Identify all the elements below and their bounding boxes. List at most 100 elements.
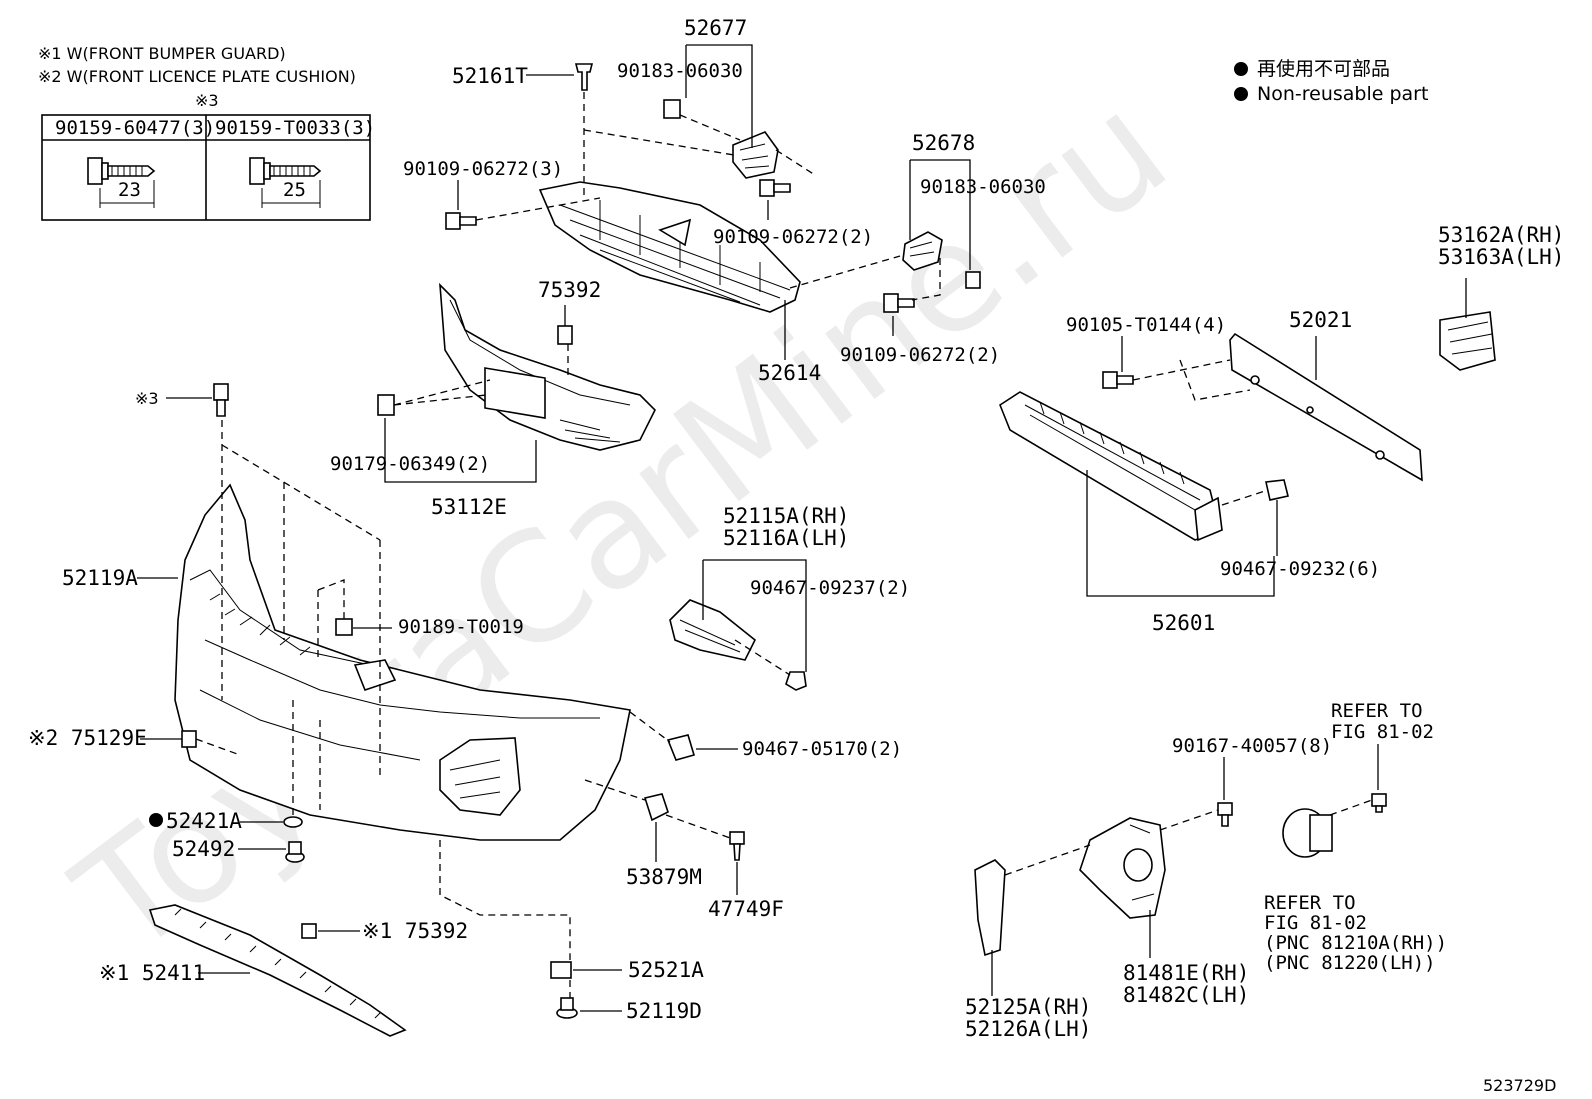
bolt-icon (883, 293, 915, 313)
clip-75392-icon (301, 923, 317, 939)
label-90183-06030-b: 90183-06030 (920, 176, 1046, 198)
label-52521A: 52521A (628, 958, 704, 982)
label-75392-b: ※1 75392 (362, 919, 468, 943)
label-52601: 52601 (1152, 611, 1215, 635)
label-75129E: ※2 75129E (28, 726, 147, 750)
screw-icon (1217, 802, 1233, 827)
label-refer-bot-2: FIG 81-02 (1264, 912, 1367, 934)
label-52126A: 52126A(LH) (965, 1017, 1091, 1041)
label-refer-bot-1: REFER TO (1264, 892, 1356, 914)
clip-icon (666, 734, 696, 761)
part-52115A-side-retainer (669, 599, 757, 661)
bolt-col1-dim: 23 (118, 179, 141, 201)
label-90105-T0144: 90105-T0144(4) (1066, 314, 1226, 336)
bolt-icon (87, 157, 156, 185)
clip-75392-icon (557, 325, 573, 345)
label-52678: 52678 (912, 131, 975, 155)
bolt-icon (445, 212, 477, 230)
bolt-52492-icon (285, 841, 305, 863)
label-81481E: 81481E(RH) (1123, 961, 1249, 985)
clip-53879M-icon (643, 793, 669, 822)
clip-icon (663, 99, 681, 119)
label-52492: 52492 (172, 837, 235, 861)
part-52125A-bracket (974, 859, 1006, 957)
part-52677-bracket (732, 131, 779, 179)
washer-52421A-icon (283, 816, 303, 828)
screw-icon (1371, 793, 1387, 813)
bolt-icon (759, 179, 791, 197)
part-52614-grille (538, 181, 801, 313)
note-2: ※2 W(FRONT LICENCE PLATE CUSHION) (38, 67, 356, 86)
bolt-col1-header: 90159-60477(3) (55, 117, 215, 139)
label-47749F: 47749F (708, 897, 784, 921)
label-refer-top-2: FIG 81-02 (1331, 721, 1434, 743)
clip-52161T-icon (574, 63, 594, 91)
label-52115A: 52115A(RH) (723, 504, 849, 528)
note-3: ※3 (195, 91, 219, 110)
clip-icon (1265, 479, 1289, 501)
nut-52521A-icon (550, 961, 572, 979)
part-52678-bracket (902, 231, 943, 271)
clip-icon (965, 271, 981, 289)
label-refer-bot-4: (PNC 81220(LH)) (1264, 952, 1436, 974)
clip-icon (785, 671, 807, 691)
part-52411-bumper-guard (148, 904, 407, 1037)
label-x3: ※3 (135, 389, 159, 408)
bolt-col2-header: 90159-T0033(3) (215, 117, 375, 139)
label-81482C: 81482C(LH) (1123, 983, 1249, 1007)
non-reusable-dot-icon (1234, 62, 1248, 76)
label-refer-bot-3: (PNC 81210A(RH)) (1264, 932, 1447, 954)
legend-en: Non-reusable part (1257, 83, 1428, 105)
clip-icon (377, 394, 395, 416)
cushion-75129E-icon (181, 730, 197, 748)
label-90109-06272-2b: 90109-06272(2) (840, 344, 1000, 366)
label-53879M: 53879M (626, 865, 702, 889)
leader-lines (137, 44, 1467, 1012)
figure-id: 523729D (1483, 1076, 1556, 1095)
bolt-col2-dim: 25 (283, 179, 306, 201)
label-52677: 52677 (684, 16, 747, 40)
label-90109-06272-3: 90109-06272(3) (403, 158, 563, 180)
label-90183-06030-a: 90183-06030 (617, 60, 743, 82)
part-52601-absorber (999, 391, 1223, 542)
legend-jp: 再使用不可部品 (1257, 58, 1390, 80)
label-refer-top-1: REFER TO (1331, 700, 1423, 722)
label-53162A: 53162A(RH) (1438, 223, 1564, 247)
label-52125A: 52125A(RH) (965, 995, 1091, 1019)
assembly-dashed-lines (195, 92, 1373, 998)
label-90467-09232: 90467-09232(6) (1220, 558, 1380, 580)
part-53162A-side-bracket (1439, 311, 1496, 371)
label-52161T: 52161T (452, 64, 528, 88)
label-52119A: 52119A (62, 566, 138, 590)
label-53163A: 53163A(LH) (1438, 245, 1564, 269)
label-52421A: 52421A (166, 809, 242, 833)
part-52021-reinforcement (1229, 332, 1423, 482)
note-1: ※1 W(FRONT BUMPER GUARD) (38, 44, 286, 63)
label-90167-40057: 90167-40057(8) (1172, 735, 1332, 757)
label-52021: 52021 (1289, 308, 1352, 332)
bolt-icon (1102, 371, 1134, 389)
label-90467-05170: 90467-05170(2) (742, 738, 902, 760)
bolt-icon (213, 383, 229, 417)
clip-icon (335, 618, 353, 636)
part-53112E-lower-grille (439, 282, 656, 451)
label-75392-a: 75392 (538, 278, 601, 302)
bolt-52119D-icon (556, 997, 578, 1019)
non-reusable-dot-icon (149, 813, 163, 827)
non-reusable-dot-icon (1234, 87, 1248, 101)
label-90189-T0019: 90189-T0019 (398, 616, 524, 638)
fog-lamp-icon (1282, 808, 1333, 858)
bolt-icon (249, 157, 322, 185)
label-90179-06349: 90179-06349(2) (330, 453, 490, 475)
label-52614: 52614 (758, 361, 821, 385)
part-81481E-fog-cover (1079, 817, 1166, 919)
label-52116A: 52116A(LH) (723, 526, 849, 550)
label-52119D: 52119D (626, 999, 702, 1023)
screw-47749F-icon (729, 831, 745, 861)
label-90109-06272-2a: 90109-06272(2) (713, 226, 873, 248)
label-90467-09237: 90467-09237(2) (750, 577, 910, 599)
label-53112E: 53112E (431, 495, 507, 519)
label-52411: ※1 52411 (99, 961, 205, 985)
bolt-table: 90159-60477(3) 90159-T0033(3) 23 25 (41, 114, 375, 221)
